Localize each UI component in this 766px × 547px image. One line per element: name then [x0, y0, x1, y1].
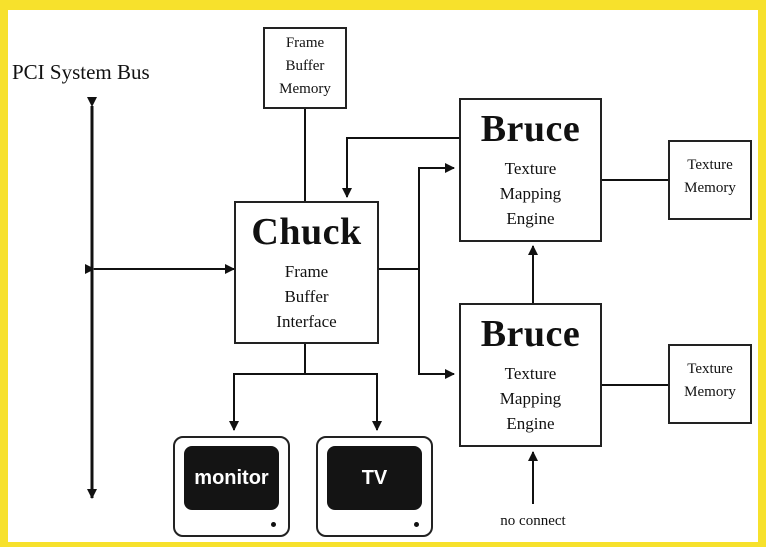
- bruce-top-line3: Engine: [506, 209, 555, 228]
- chuck-to-tv-arrow: [305, 373, 382, 431]
- diagram-canvas: PCI System Bus Frame Buffer Memory Chuck…: [8, 10, 758, 542]
- chuck-to-monitor-arrow: [229, 373, 305, 431]
- chuck-line1: Frame: [284, 262, 329, 281]
- bruce-top-line1: Texture: [504, 159, 557, 178]
- fbm-line1: Frame: [285, 35, 325, 51]
- bruce-top-title: Bruce: [480, 108, 581, 150]
- tv-screen: TV: [327, 446, 422, 510]
- bruce-bottom-title: Bruce: [480, 313, 581, 355]
- bruce-bottom-line3: Engine: [506, 414, 555, 433]
- tv-icon: TV: [316, 436, 433, 537]
- texmem-bottom-line2: Memory: [684, 384, 736, 400]
- bruce-bottom-line2: Mapping: [499, 389, 562, 408]
- monitor-icon: monitor: [173, 436, 290, 537]
- frame-buffer-memory-box: Frame Buffer Memory: [263, 27, 347, 109]
- fbm-line2: Buffer: [285, 58, 325, 74]
- pci-bus-label: PCI System Bus: [12, 60, 150, 84]
- texmem-bottom-line1: Texture: [687, 361, 733, 377]
- monitor-screen: monitor: [184, 446, 279, 510]
- texture-memory-top-box: Texture Memory: [668, 140, 752, 220]
- connector-layer: [85, 97, 668, 504]
- no-connect-label: no connect: [500, 513, 566, 529]
- chuck-line2: Buffer: [284, 287, 329, 306]
- chuck-box: Chuck Frame Buffer Interface: [234, 201, 379, 344]
- bruce-top-box: Bruce Texture Mapping Engine: [459, 98, 602, 242]
- chuck-to-bruce-top-arrow: [418, 163, 455, 269]
- bruce-to-chuck-arrow: [342, 137, 459, 198]
- bruce-top-line2: Mapping: [499, 184, 562, 203]
- chuck-to-bruce-bottom-arrow: [418, 269, 455, 379]
- texmem-top-line2: Memory: [684, 180, 736, 196]
- texmem-top-line1: Texture: [687, 157, 733, 173]
- texture-memory-bottom-box: Texture Memory: [668, 344, 752, 424]
- chuck-line3: Interface: [276, 312, 337, 331]
- tv-power-dot: [414, 522, 419, 527]
- bruce-bottom-line1: Texture: [504, 364, 557, 383]
- chuck-title: Chuck: [251, 211, 362, 253]
- bruce-bottom-box: Bruce Texture Mapping Engine: [459, 303, 602, 447]
- monitor-power-dot: [271, 522, 276, 527]
- fbm-line3: Memory: [279, 81, 331, 97]
